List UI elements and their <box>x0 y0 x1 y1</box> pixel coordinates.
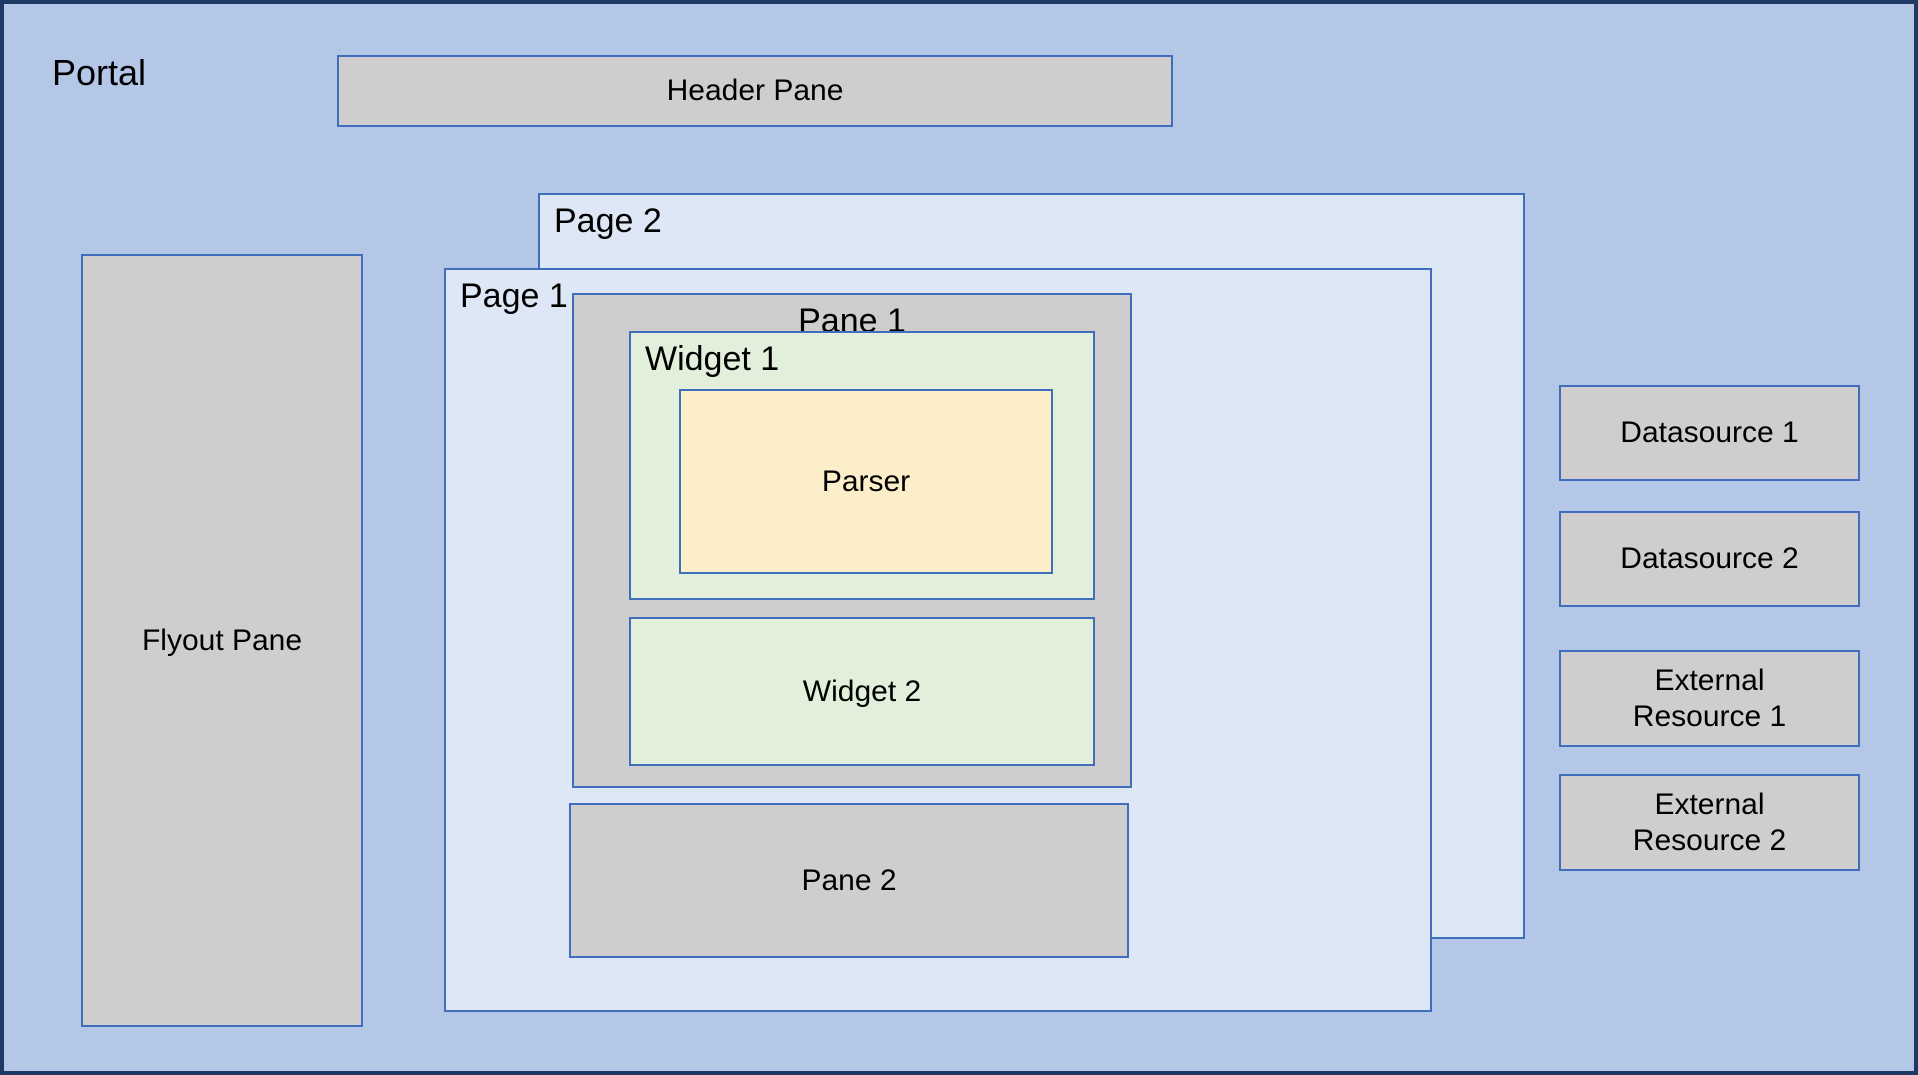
external-resource-2-line-1: External <box>1654 788 1765 822</box>
portal-title: Portal <box>52 52 147 93</box>
page-1-label: Page 1 <box>460 277 568 315</box>
datasource-2-box[interactable]: Datasource 2 <box>1559 511 1860 607</box>
parser-label: Parser <box>821 464 911 498</box>
widget-1-label: Widget 1 <box>645 340 780 378</box>
external-resource-2-line-2: Resource 2 <box>1632 823 1787 857</box>
page-2-label: Page 2 <box>554 202 662 240</box>
flyout-pane-label: Flyout Pane <box>141 623 303 657</box>
widget-2-box[interactable]: Widget 2 <box>629 617 1095 766</box>
datasource-2-label: Datasource 2 <box>1620 542 1799 576</box>
external-resource-1-line-1: External <box>1654 664 1765 698</box>
header-pane-box[interactable]: Header Pane <box>337 55 1173 127</box>
pane-2-box[interactable]: Pane 2 <box>569 803 1129 958</box>
pane-2-label: Pane 2 <box>801 863 897 897</box>
external-resource-1-label: External Resource 1 <box>1633 663 1786 734</box>
datasource-1-box[interactable]: Datasource 1 <box>1559 385 1860 481</box>
datasource-1-label: Datasource 1 <box>1620 416 1799 450</box>
flyout-pane-box[interactable]: Flyout Pane <box>81 254 363 1027</box>
widget-2-label: Widget 2 <box>802 674 922 708</box>
external-resource-1-line-2: Resource 1 <box>1632 699 1787 733</box>
header-pane-label: Header Pane <box>666 74 844 108</box>
parser-box[interactable]: Parser <box>679 389 1053 574</box>
external-resource-1-box[interactable]: External Resource 1 <box>1559 650 1860 747</box>
external-resource-2-box[interactable]: External Resource 2 <box>1559 774 1860 871</box>
external-resource-2-label: External Resource 2 <box>1633 787 1786 858</box>
